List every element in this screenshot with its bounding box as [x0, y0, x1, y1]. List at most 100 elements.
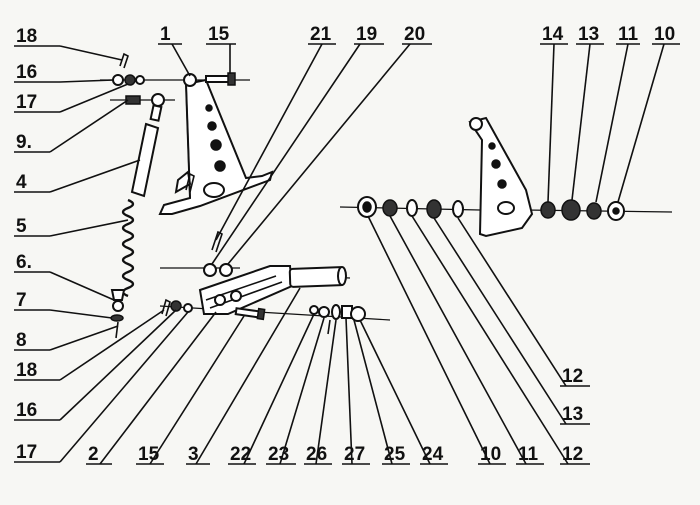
label-22: 22	[230, 444, 251, 465]
part-11-mid	[382, 199, 398, 217]
leader-1	[171, 43, 191, 77]
shock-bottom-washer	[110, 314, 124, 322]
label-26: 26	[306, 444, 327, 465]
leader-lines	[14, 43, 680, 465]
left-bracket-hole	[207, 121, 217, 131]
leader-16b	[59, 309, 177, 421]
shock-absorber	[125, 93, 165, 198]
label-5: 5	[16, 216, 27, 237]
label-13: 13	[578, 24, 599, 45]
part-12-mid	[406, 199, 418, 217]
label-6: 6.	[16, 252, 32, 273]
bolt-9	[125, 95, 141, 105]
leader-7	[49, 309, 113, 319]
right-bracket-hole	[491, 159, 501, 169]
left-bracket-hole	[205, 104, 213, 112]
washers-bottom	[161, 298, 193, 317]
leader-17b	[59, 311, 189, 463]
label-16: 16	[16, 62, 37, 83]
leader-12b	[411, 215, 569, 465]
shock-bottom	[110, 289, 126, 339]
label-10: 10	[654, 24, 675, 45]
part-19b-washer	[219, 263, 233, 277]
right-bracket-slot	[497, 201, 515, 215]
leader-10a	[617, 43, 665, 203]
washer-17-bottom	[183, 303, 193, 313]
right-row-parts	[540, 199, 625, 221]
leader-17a	[59, 83, 129, 113]
pin-small-shape	[185, 172, 195, 193]
nut-16-top	[124, 74, 136, 86]
bolt-15-head	[227, 72, 236, 86]
part-19-washer	[203, 263, 217, 277]
washer-16-top	[112, 74, 124, 86]
label-24: 24	[422, 444, 444, 465]
part-13-right	[561, 199, 581, 221]
label-12: 12	[562, 366, 583, 387]
shock-bottom-pin	[115, 321, 119, 339]
shock-top-eye	[151, 93, 165, 107]
left-bracket-hole	[214, 160, 226, 172]
label-8: 8	[16, 330, 27, 351]
label-25: 25	[384, 444, 406, 465]
leader-11b	[389, 215, 527, 465]
leader-6	[49, 271, 115, 301]
lever-tube	[288, 266, 346, 288]
label-15: 15	[138, 444, 160, 465]
leader-15b	[149, 315, 245, 465]
label-18: 18	[16, 360, 37, 381]
right-bracket-hole	[497, 179, 507, 189]
left-bracket-slot	[203, 182, 225, 198]
part-13-mid	[426, 199, 442, 219]
part-10-mid-hole	[362, 201, 372, 213]
lever-assembly	[198, 265, 347, 315]
shock-body	[130, 122, 160, 198]
leader-16a	[59, 79, 115, 83]
part-21-pin	[211, 230, 223, 253]
washer-17-top	[135, 75, 145, 85]
spring-coil	[121, 198, 135, 298]
part-14	[540, 201, 556, 219]
label-10: 10	[480, 444, 501, 465]
callout-labels: 18 1 15 21 19 20 14 13 11 10 16 17 9. 4 …	[16, 24, 675, 465]
leader-20	[227, 43, 411, 265]
leader-18b	[59, 309, 165, 381]
label-19: 19	[356, 24, 377, 45]
leader-27	[345, 317, 353, 465]
shock-rod-top	[149, 104, 163, 122]
lever-pivot-2	[230, 290, 242, 302]
label-17: 17	[16, 92, 37, 113]
right-bracket-body	[468, 116, 534, 238]
label-9: 9.	[16, 132, 32, 153]
leader-22	[243, 313, 315, 465]
label-20: 20	[404, 24, 425, 45]
label-11: 11	[618, 24, 639, 45]
pin-small	[185, 172, 195, 193]
leader-9	[49, 99, 129, 153]
part-11-right	[586, 202, 602, 220]
label-12: 12	[562, 444, 583, 465]
leader-13a	[571, 43, 591, 201]
leader-19	[211, 43, 361, 265]
label-11: 11	[518, 444, 539, 465]
right-bracket-pivot	[469, 117, 483, 131]
lever-tube-end	[337, 266, 347, 286]
label-13: 13	[562, 404, 583, 425]
left-bracket	[158, 73, 274, 215]
washers-top	[112, 52, 145, 86]
leader-13b	[433, 217, 567, 425]
nut-16-bottom	[170, 300, 182, 312]
lever-pivot	[214, 294, 226, 306]
left-bracket-pivot	[183, 73, 197, 87]
leader-25	[353, 319, 393, 465]
bolt-15-bottom	[234, 307, 266, 321]
label-27: 27	[344, 444, 365, 465]
label-3: 3	[188, 444, 199, 465]
label-18: 18	[16, 26, 37, 47]
label-7: 7	[16, 290, 27, 311]
leader-12a	[457, 217, 567, 387]
left-bracket-tab	[174, 170, 192, 194]
leader-23	[279, 317, 325, 465]
